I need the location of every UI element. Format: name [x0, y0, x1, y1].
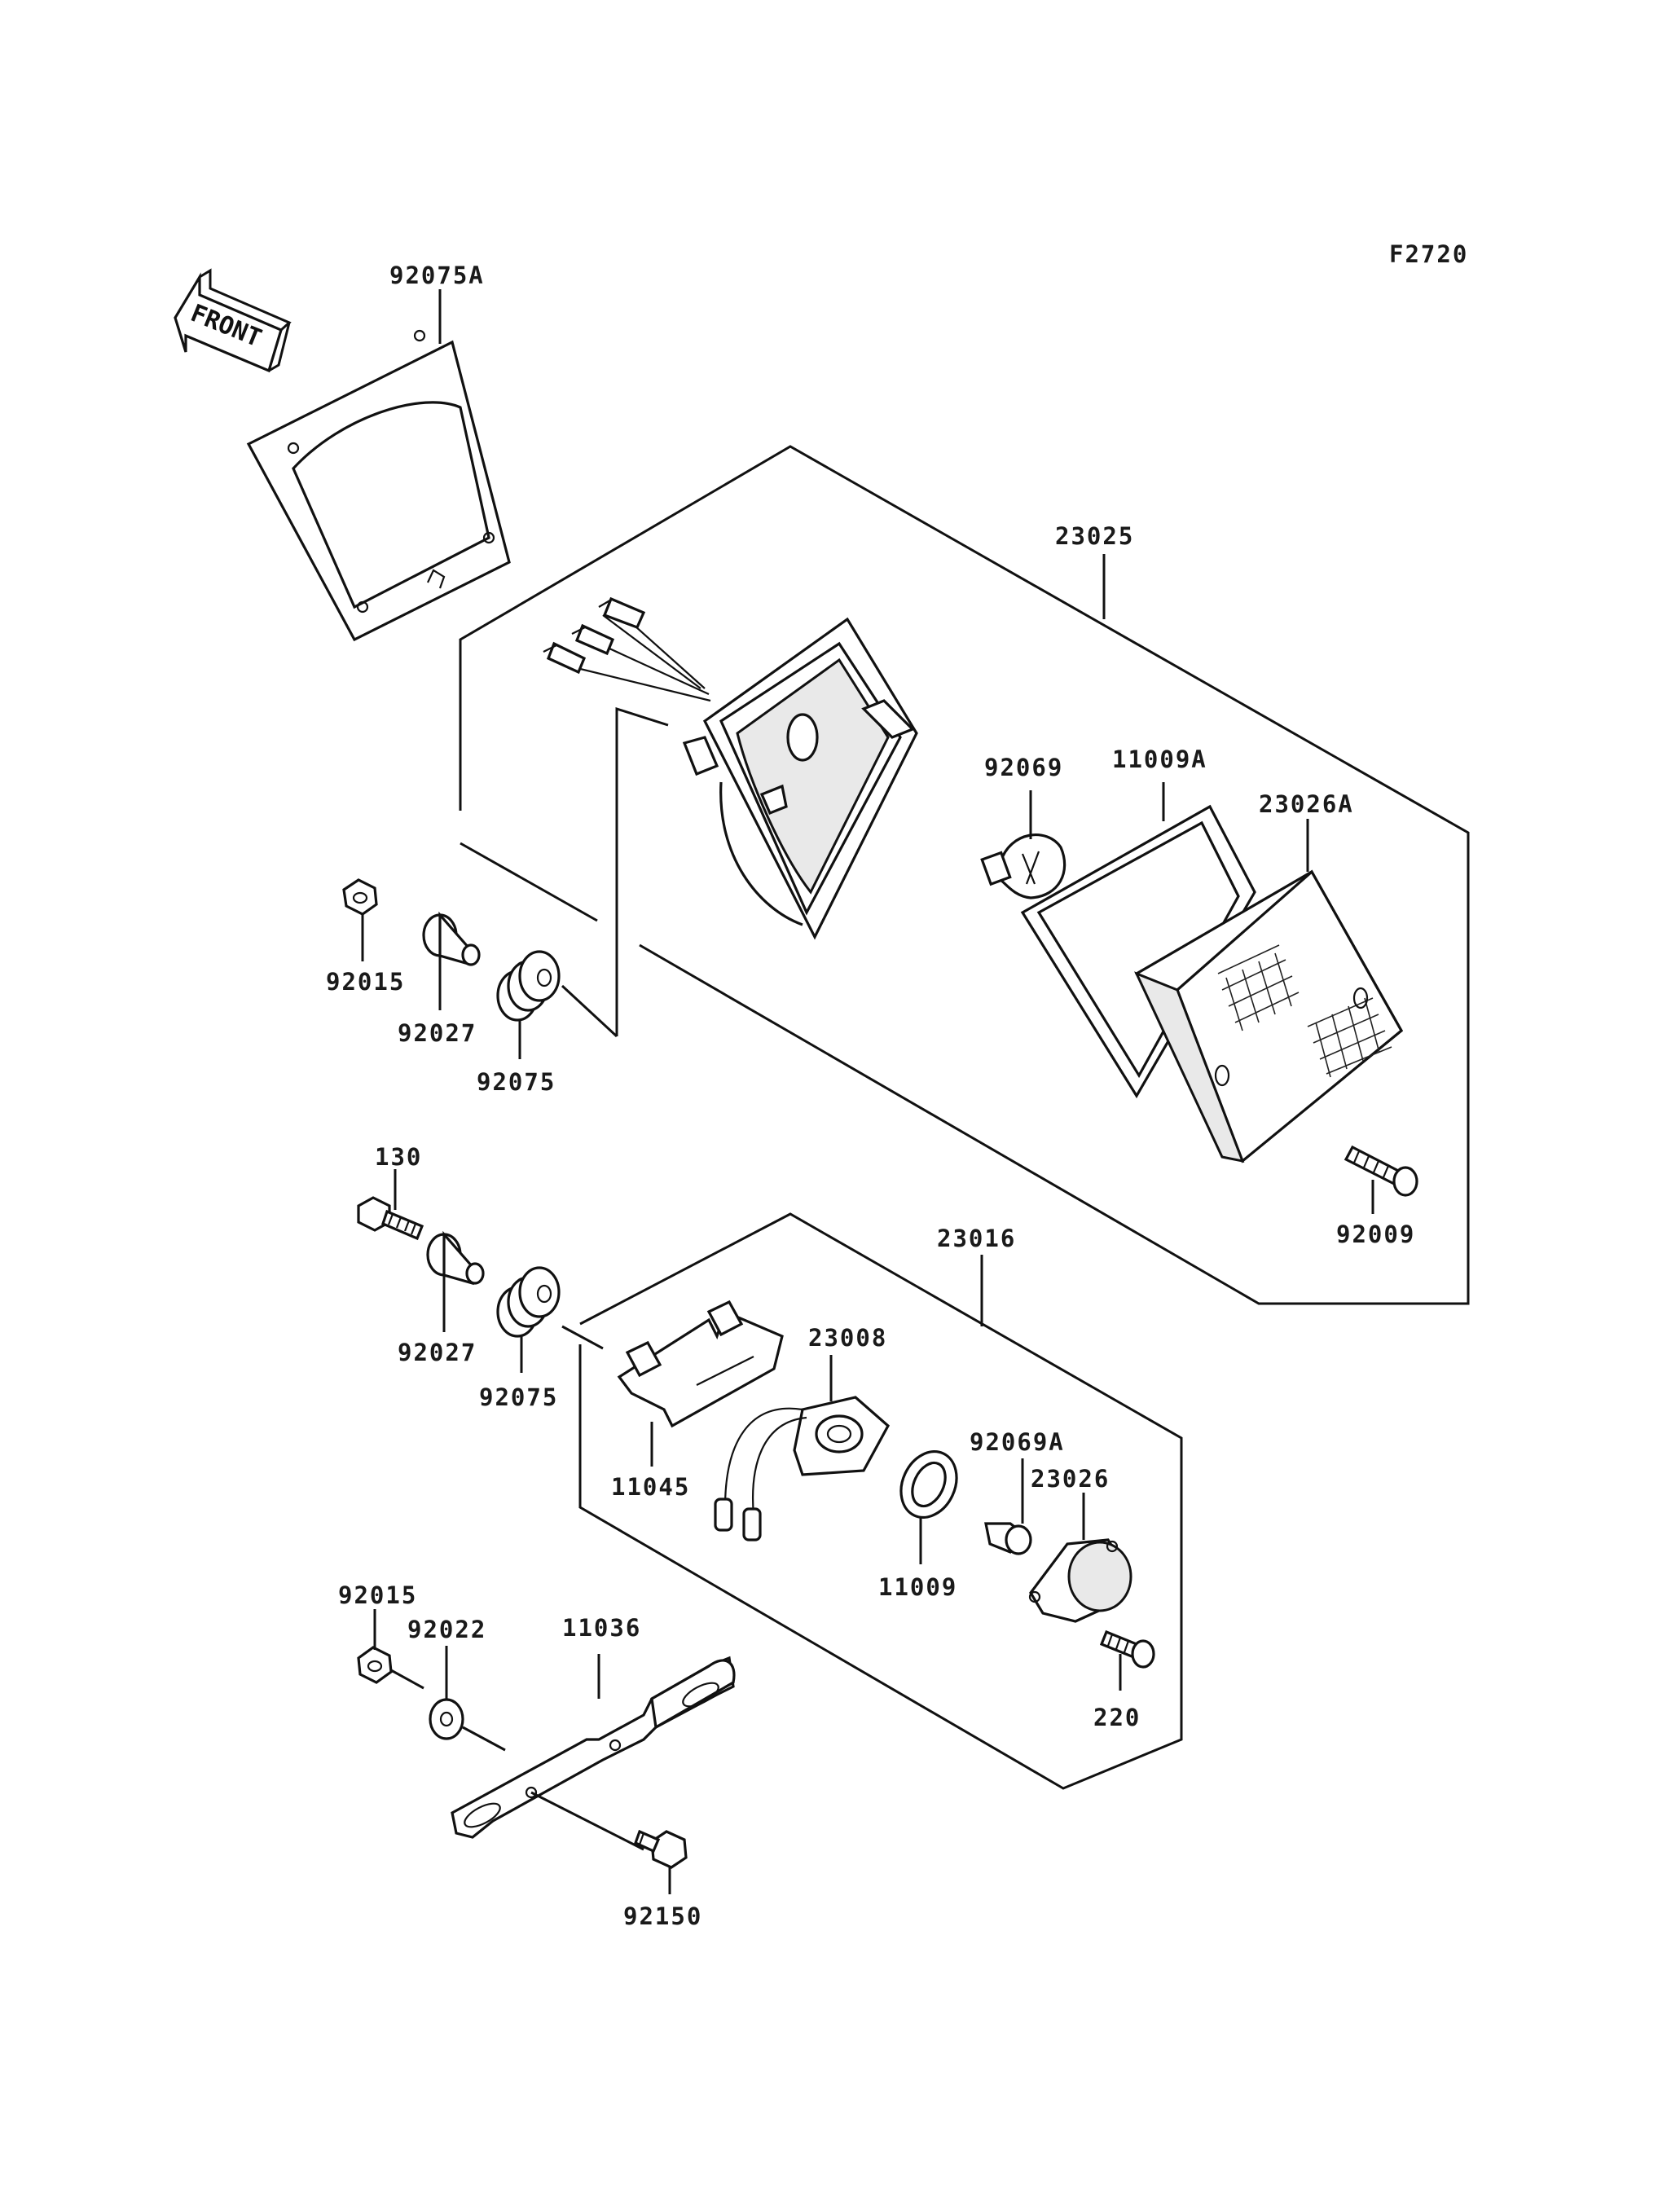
assembly-23016-outline: [578, 1212, 1183, 1790]
tail-lamp-housing: [543, 596, 918, 940]
label-92022: 92022: [407, 1616, 486, 1643]
label-11036: 11036: [562, 1614, 641, 1642]
label-92075-mid: 92075: [479, 1383, 558, 1411]
label-11009: 11009: [878, 1573, 957, 1601]
label-220: 220: [1093, 1704, 1141, 1731]
front-arrow-icon: FRONT: [174, 268, 292, 373]
label-23026A: 23026A: [1259, 790, 1354, 818]
label-92069: 92069: [984, 754, 1063, 781]
washer-92022: [429, 1698, 464, 1740]
label-92150: 92150: [623, 1902, 702, 1930]
label-92027-mid: 92027: [398, 1339, 477, 1366]
label-92069A: 92069A: [970, 1428, 1065, 1456]
lens-23026A: [1134, 869, 1404, 1163]
label-23016: 23016: [937, 1225, 1016, 1252]
label-92027-top: 92027: [398, 1019, 477, 1047]
label-11009A: 11009A: [1112, 745, 1207, 773]
bulb-92069: [980, 833, 1066, 899]
label-130: 130: [375, 1143, 422, 1171]
assembly-23025-outline: [459, 445, 1470, 1305]
screw-92009: [1344, 1145, 1418, 1197]
label-92015-top: 92015: [326, 968, 405, 996]
lens-gasket-11009A: [1020, 804, 1256, 1099]
label-92015-bottom: 92015: [338, 1581, 417, 1609]
label-11045: 11045: [611, 1473, 690, 1501]
grommet-92075-mid: [496, 1266, 561, 1338]
label-92009: 92009: [1336, 1220, 1415, 1248]
gasket-11009: [899, 1450, 958, 1519]
bracket-11045: [617, 1300, 784, 1428]
label-23008: 23008: [808, 1324, 887, 1352]
label-23025: 23025: [1055, 522, 1134, 550]
label-92075-top: 92075: [477, 1068, 556, 1096]
nut-92015-bottom: [357, 1646, 393, 1684]
collar-92027-top: [422, 911, 481, 966]
bracket-11036: [451, 1656, 736, 1839]
socket-23008: [714, 1396, 891, 1541]
bolt-130: [357, 1196, 424, 1241]
collar-92027-mid: [426, 1230, 485, 1286]
grommet-92075-top: [496, 950, 561, 1022]
figure-code: F2720: [1389, 240, 1468, 268]
bolt-92150: [633, 1829, 688, 1869]
bulb-92069A: [984, 1522, 1032, 1555]
label-23026: 23026: [1031, 1465, 1110, 1493]
label-92075A: 92075A: [389, 262, 485, 289]
nut-92015-top: [342, 878, 378, 916]
lens-23026: [1028, 1538, 1132, 1623]
screw-220: [1099, 1629, 1155, 1669]
gasket-92075A: [246, 329, 511, 642]
